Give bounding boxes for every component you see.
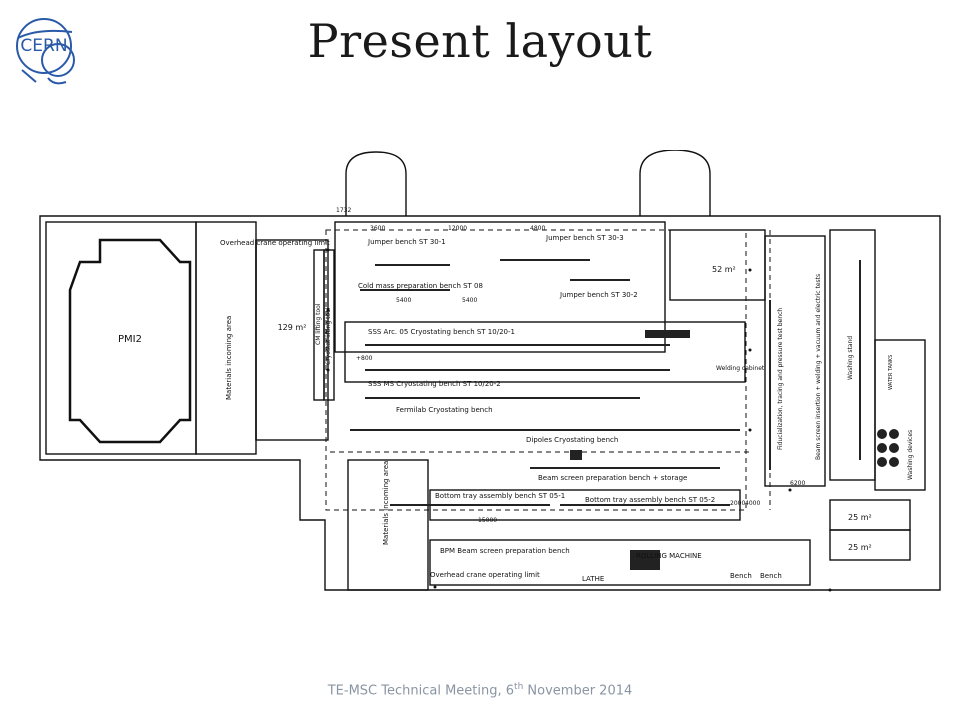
cm-lifting-tool-label: CM lifting tool bbox=[315, 303, 322, 345]
dim-4800: 4800 bbox=[530, 225, 545, 232]
jumper-bench-30-3-label: Jumper bench ST 30-3 bbox=[545, 234, 624, 242]
dim-2000: 2000 bbox=[730, 500, 745, 507]
cern-logo: CERN bbox=[16, 18, 75, 85]
beam-screen-storage-label: Beam screen preparation bench + storage bbox=[538, 474, 687, 482]
water-tanks-label: WATER TANKS bbox=[888, 355, 894, 390]
area-52-label: 52 m² bbox=[712, 265, 736, 274]
bottom-tray-2-label: Bottom tray assembly bench ST 05-2 bbox=[585, 496, 715, 504]
logo-text: CERN bbox=[20, 36, 67, 56]
floor-plan: PMI2 129 m² 52 m² 25 m² 25 m² Overhead c… bbox=[39, 150, 941, 592]
bpm-beam-screen-label: BPM Beam screen preparation bench bbox=[440, 547, 570, 555]
dim-800: +800 bbox=[356, 355, 373, 362]
overhead-crane-bottom-label: Overhead crane operating limit bbox=[430, 571, 540, 579]
jumper-bench-30-2-label: Jumper bench ST 30-2 bbox=[559, 291, 638, 299]
tower-left bbox=[345, 151, 407, 216]
dim-5400-a: 5400 bbox=[396, 297, 411, 304]
dipoles-label: Dipoles Cryostating bench bbox=[526, 436, 618, 444]
dim-6200: 6200 bbox=[790, 480, 805, 487]
dim-1732: 1732 bbox=[336, 207, 351, 214]
area-25b-label: 25 m² bbox=[848, 543, 872, 552]
fermilab-label: Fermilab Cryostating bench bbox=[396, 406, 493, 414]
slide-footer: TE-MSC Technical Meeting, 6th November 2… bbox=[0, 682, 960, 698]
beam-screen-insertion-label: Beam screen insertion + welding + vacuum… bbox=[815, 274, 822, 460]
rolling-machine-label: ROLLING MACHINE bbox=[636, 552, 702, 560]
footer-prefix: TE-MSC Technical Meeting, 6 bbox=[327, 683, 515, 699]
building-outline bbox=[39, 215, 941, 591]
area-25a-label: 25 m² bbox=[848, 513, 872, 522]
bench-label-b: Bench bbox=[760, 572, 782, 580]
materials-incoming-label-1: Materials incoming area bbox=[225, 316, 233, 400]
dim-4000: 4000 bbox=[745, 500, 760, 507]
sss-arc-label: SSS Arc. 05 Cryostating bench ST 10/20-1 bbox=[368, 328, 515, 336]
footer-sup: th bbox=[514, 682, 524, 692]
footer-suffix: November 2014 bbox=[523, 683, 633, 699]
pmi2-label: PMI2 bbox=[118, 334, 142, 345]
central-hall bbox=[334, 221, 666, 353]
welding-cabinet-label: Welding cabinet bbox=[716, 365, 765, 372]
overhead-crane-top-label: Overhead crane operating limit bbox=[220, 239, 330, 247]
jumper-bench-30-1-label: Jumper bench ST 30-1 bbox=[367, 238, 446, 246]
area-129-label: 129 m² bbox=[278, 323, 307, 332]
bottom-tray-1-label: Bottom tray assembly bench ST 05-1 bbox=[435, 492, 565, 500]
materials-incoming-label-2: Materials incoming area bbox=[382, 461, 390, 545]
cryostat-lifting-tool-label: Cryostat lifting tool bbox=[325, 307, 332, 365]
lathe-label: LATHE bbox=[582, 575, 604, 583]
dim-12000: 12000 bbox=[448, 225, 467, 232]
pmi2-octagon bbox=[68, 238, 192, 444]
washing-devices-label: Washing devices bbox=[907, 430, 914, 480]
tower-right bbox=[639, 150, 711, 216]
dim-5400-b: 5400 bbox=[462, 297, 477, 304]
fiducialization-label: Fiducialization, tracing and pressure te… bbox=[777, 308, 784, 450]
dim-3600: 3600 bbox=[370, 225, 385, 232]
dim-15000: 15000 bbox=[478, 517, 497, 524]
bench-label-a: Bench bbox=[730, 572, 752, 580]
washing-stand-label: Washing stand bbox=[847, 336, 854, 380]
slide-title: Present layout bbox=[307, 14, 653, 68]
sss-ms-label: SSS MS Cryostating bench ST 10/20-2 bbox=[368, 380, 501, 388]
cold-mass-prep-label: Cold mass preparation bench ST 08 bbox=[358, 282, 483, 290]
